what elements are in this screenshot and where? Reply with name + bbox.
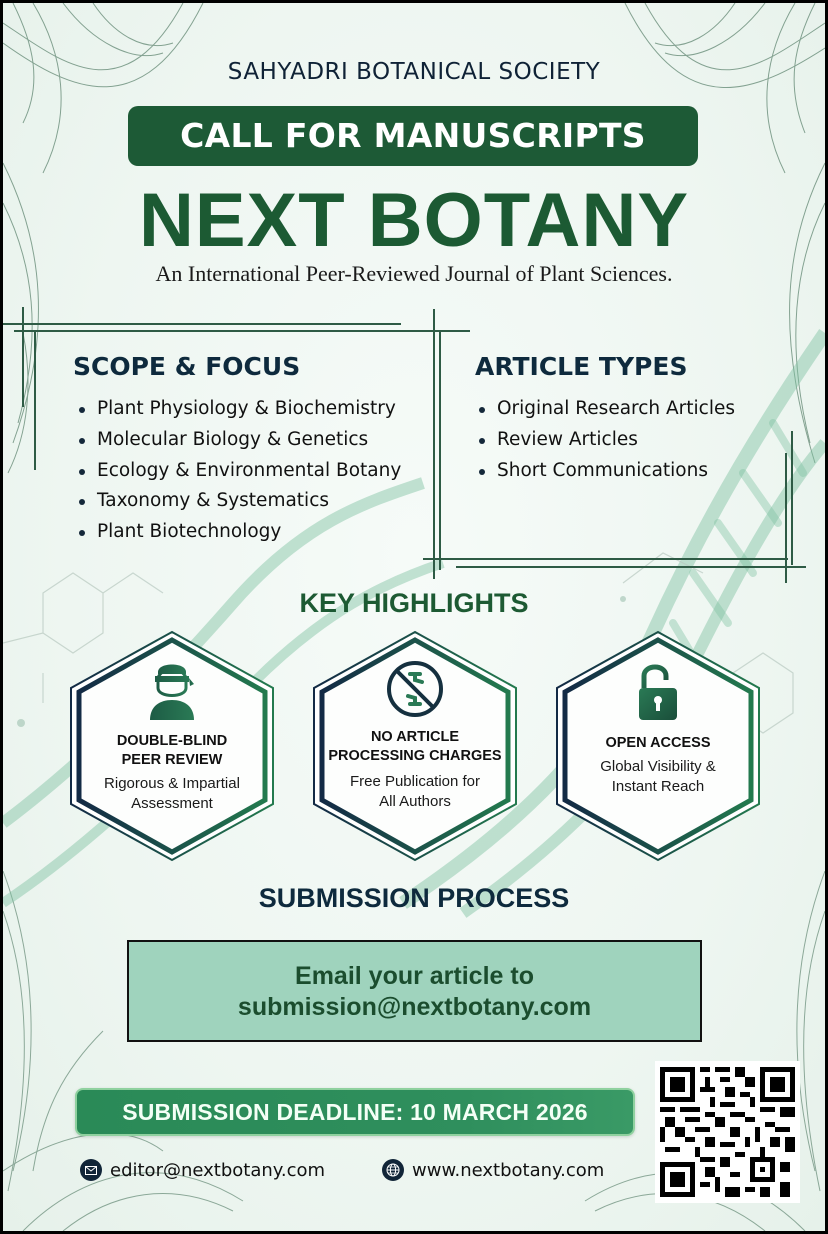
submission-process-heading: SUBMISSION PROCESS bbox=[258, 883, 570, 913]
highlight-subtitle: Instant Reach bbox=[611, 778, 705, 795]
scope-item: Plant Physiology & Biochemistry bbox=[75, 394, 401, 425]
article-type-item: Original Research Articles bbox=[475, 394, 735, 425]
article-types-list: Original Research Articles Review Articl… bbox=[475, 394, 735, 486]
submission-deadline-banner: SUBMISSION DEADLINE: 10 MARCH 2026 bbox=[75, 1088, 635, 1136]
frame-line bbox=[34, 330, 36, 470]
highlight-open-access: OPEN ACCESS Global Visibility & Instant … bbox=[551, 628, 765, 864]
journal-tagline: An International Peer-Reviewed Journal o… bbox=[155, 261, 673, 286]
scope-list: Plant Physiology & Biochemistry Molecula… bbox=[75, 394, 401, 548]
frame-line bbox=[439, 330, 441, 570]
contact-email-text[interactable]: editor@nextbotany.com bbox=[110, 1159, 326, 1181]
highlight-subtitle: Global Visibility & bbox=[600, 758, 716, 775]
highlight-title: PROCESSING CHARGES bbox=[328, 748, 502, 764]
hexagon-frame-icon bbox=[556, 630, 760, 862]
contact-website[interactable]: www.nextbotany.com bbox=[382, 1156, 604, 1184]
scope-heading: SCOPE & FOCUS bbox=[73, 352, 301, 381]
frame-line bbox=[3, 323, 401, 325]
frame-line bbox=[423, 558, 788, 560]
highlight-subtitle: All Authors bbox=[379, 793, 451, 810]
highlight-no-charges: NO ARTICLE PROCESSING CHARGES Free Publi… bbox=[308, 628, 522, 864]
contact-website-text[interactable]: www.nextbotany.com bbox=[412, 1159, 605, 1181]
qr-code-icon bbox=[660, 1067, 795, 1197]
hexagon-frame-icon bbox=[70, 630, 274, 862]
poster: SAHYADRI BOTANICAL SOCIETY CALL FOR MANU… bbox=[3, 3, 825, 1231]
hexagon-frame-icon bbox=[313, 630, 517, 862]
no-charges-icon bbox=[387, 661, 443, 717]
journal-title: NEXT BOTANY bbox=[138, 178, 690, 263]
highlight-title: PEER REVIEW bbox=[121, 752, 223, 768]
blindfolded-reviewer-icon bbox=[150, 664, 194, 720]
scope-item: Ecology & Environmental Botany bbox=[75, 456, 401, 487]
globe-icon bbox=[382, 1159, 404, 1181]
article-types-heading: ARTICLE TYPES bbox=[475, 352, 688, 381]
frame-line bbox=[785, 453, 787, 583]
frame-line bbox=[791, 431, 793, 565]
highlight-title: NO ARTICLE bbox=[370, 729, 460, 745]
highlight-subtitle: Assessment bbox=[131, 795, 213, 812]
submission-email-link[interactable]: submission@nextbotany.com bbox=[237, 993, 592, 1021]
highlight-subtitle: Rigorous & Impartial bbox=[104, 775, 240, 792]
highlight-subtitle: Free Publication for bbox=[349, 773, 481, 790]
frame-line bbox=[456, 566, 806, 568]
contact-email[interactable]: editor@nextbotany.com bbox=[80, 1156, 325, 1184]
scope-item: Plant Biotechnology bbox=[75, 517, 401, 548]
qr-code[interactable] bbox=[655, 1061, 800, 1203]
open-lock-icon bbox=[639, 664, 677, 720]
frame-line bbox=[14, 330, 470, 332]
highlight-title: DOUBLE-BLIND bbox=[116, 733, 228, 749]
article-type-item: Short Communications bbox=[475, 456, 735, 487]
society-name: SAHYADRI BOTANICAL SOCIETY bbox=[227, 59, 601, 85]
frame-line bbox=[433, 309, 435, 579]
highlight-double-blind: DOUBLE-BLIND PEER REVIEW Rigorous & Impa… bbox=[65, 628, 279, 864]
submission-email-box: Email your article to submission@nextbot… bbox=[127, 940, 702, 1042]
submission-line: Email your article to bbox=[295, 962, 534, 990]
envelope-icon bbox=[80, 1159, 102, 1181]
article-type-item: Review Articles bbox=[475, 425, 735, 456]
key-highlights-heading: KEY HIGHLIGHTS bbox=[299, 588, 529, 618]
scope-item: Molecular Biology & Genetics bbox=[75, 425, 401, 456]
call-for-manuscripts-banner: CALL FOR MANUSCRIPTS bbox=[128, 106, 698, 166]
highlight-title: OPEN ACCESS bbox=[605, 735, 711, 751]
scope-item: Taxonomy & Systematics bbox=[75, 486, 401, 517]
frame-line bbox=[22, 307, 24, 407]
